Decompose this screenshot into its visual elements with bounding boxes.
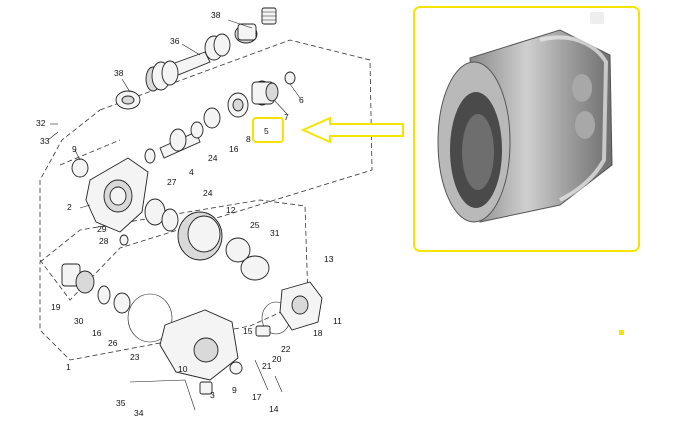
callout-label: 32 bbox=[36, 118, 46, 128]
bearing-group-right bbox=[203, 71, 296, 129]
callout-label: 11 bbox=[333, 316, 342, 326]
callout-label: 3 bbox=[210, 390, 215, 400]
callout-label: 28 bbox=[99, 236, 109, 246]
callout-label: 14 bbox=[269, 404, 279, 414]
callout-label: 19 bbox=[51, 302, 61, 312]
callout-label: 4 bbox=[189, 167, 194, 177]
callout-label: 9 bbox=[232, 385, 237, 395]
callout-label: 35 bbox=[116, 398, 126, 408]
leader-lines bbox=[47, 19, 301, 209]
callout-label: 2 bbox=[67, 202, 72, 212]
ring-gear-assembly bbox=[119, 198, 270, 281]
callout-label: 38 bbox=[211, 10, 221, 20]
callout-label: 30 bbox=[74, 316, 84, 326]
callout-label: 33 bbox=[40, 136, 50, 146]
highlighted-part-label: 5 bbox=[264, 126, 269, 136]
callout-label: 9 bbox=[72, 144, 77, 154]
callout-label: 12 bbox=[226, 205, 236, 215]
callout-labels: 38 36 38 6 7 32 33 9 8 16 24 4 27 2 24 1… bbox=[36, 10, 342, 418]
callout-label: 36 bbox=[170, 36, 180, 46]
callout-label: 29 bbox=[97, 224, 107, 234]
callout-label: 31 bbox=[270, 228, 280, 238]
callout-label: 21 bbox=[262, 361, 272, 371]
callout-label: 7 bbox=[284, 112, 289, 122]
callout-label: 20 bbox=[272, 354, 282, 364]
callout-label: 13 bbox=[324, 254, 334, 264]
spring-top-icon bbox=[261, 7, 277, 25]
callout-label: 16 bbox=[92, 328, 102, 338]
callout-label: 22 bbox=[281, 344, 291, 354]
arrow-icon bbox=[300, 116, 404, 144]
front-housing bbox=[71, 157, 149, 233]
callout-label: 15 bbox=[243, 326, 253, 336]
pinion-shaft bbox=[144, 121, 204, 164]
highlighted-callout: 5 bbox=[252, 117, 284, 143]
callout-label: 25 bbox=[250, 220, 260, 230]
callout-label: 23 bbox=[130, 352, 140, 362]
callout-label: 1 bbox=[66, 362, 71, 372]
callout-label: 26 bbox=[108, 338, 118, 348]
callout-label: 27 bbox=[167, 177, 177, 187]
callout-label: 24 bbox=[208, 153, 218, 163]
highlight-dot bbox=[619, 330, 624, 335]
callout-label: 17 bbox=[252, 392, 262, 402]
callout-label: 24 bbox=[203, 188, 213, 198]
callout-label: 6 bbox=[299, 95, 304, 105]
lower-assembly bbox=[61, 263, 323, 411]
callout-label: 10 bbox=[178, 364, 188, 374]
part-photo-panel bbox=[413, 6, 640, 252]
coupling-sleeve-photo bbox=[437, 29, 613, 223]
callout-label: 38 bbox=[114, 68, 124, 78]
assembly-outline bbox=[39, 39, 373, 361]
callout-label: 8 bbox=[246, 134, 251, 144]
callout-label: 34 bbox=[134, 408, 144, 418]
upper-shaft-group bbox=[115, 7, 277, 110]
callout-label: 18 bbox=[313, 328, 323, 338]
callout-label: 16 bbox=[229, 144, 239, 154]
